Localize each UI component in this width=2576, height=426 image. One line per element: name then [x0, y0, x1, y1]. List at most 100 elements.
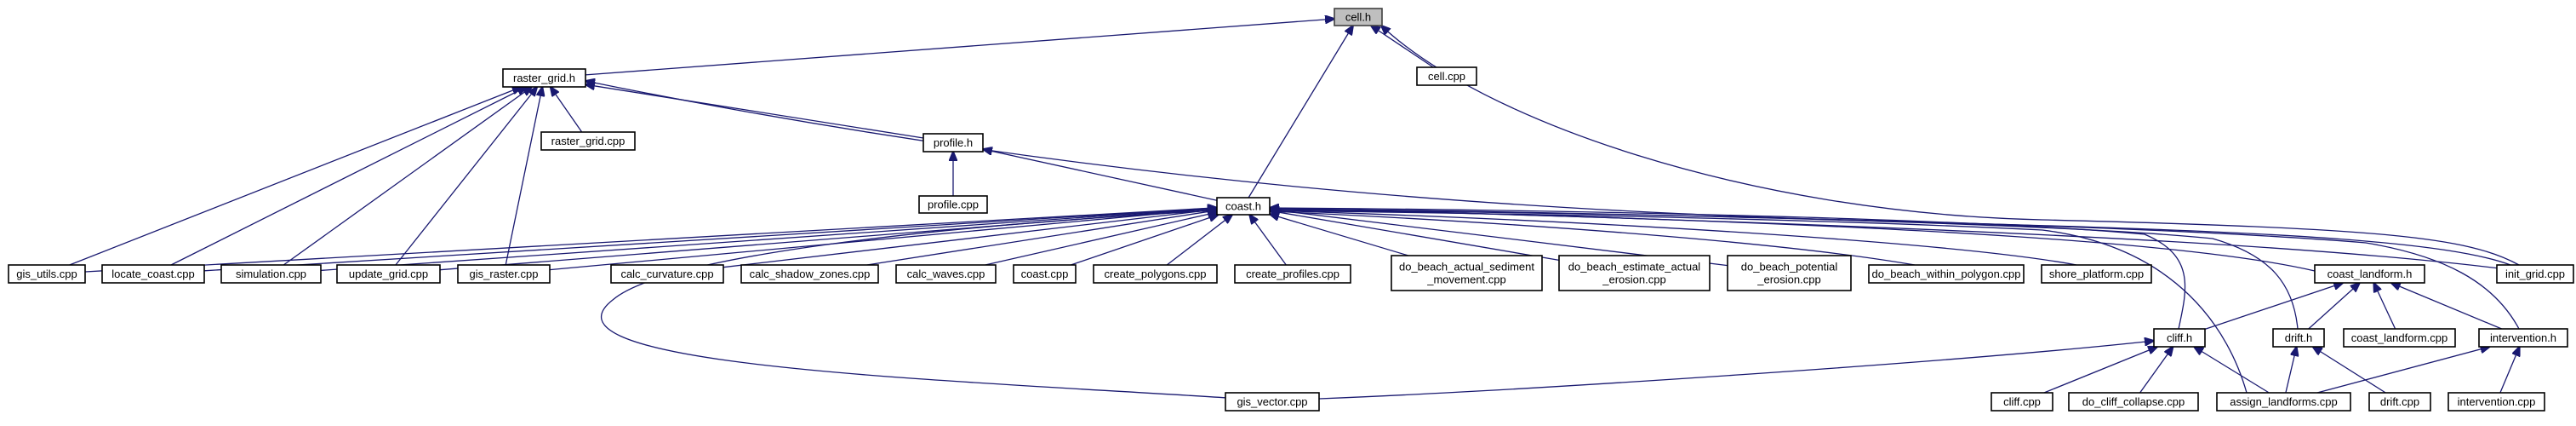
node-box[interactable]: [457, 264, 551, 284]
node-label: drift.h: [2285, 331, 2313, 344]
node-box[interactable]: [1216, 197, 1271, 216]
node-label: do_beach_within_polygon.cpp: [1872, 268, 2021, 280]
node-intervention-h[interactable]: intervention.h: [2478, 328, 2568, 348]
node-do-beach-within-cpp[interactable]: do_beach_within_polygon.cpp: [1868, 264, 2025, 284]
node-assign-landforms-cpp[interactable]: assign_landforms.cpp: [2216, 392, 2351, 412]
node-box[interactable]: [1234, 264, 1351, 284]
node-box[interactable]: [336, 264, 441, 284]
node-drift-cpp[interactable]: drift.cpp: [2368, 392, 2431, 412]
node-label: simulation.cpp: [236, 268, 306, 280]
node-do-beach-estimate-cpp[interactable]: do_beach_estimate_actual_erosion.cpp: [1558, 255, 1711, 291]
node-box[interactable]: [2478, 328, 2568, 348]
node-box[interactable]: [540, 131, 636, 151]
node-box[interactable]: [1727, 255, 1852, 291]
node-box[interactable]: [1013, 264, 1077, 284]
edge-raster-grid-h-to-cell-h: [585, 19, 1334, 76]
edge-create-polygons-cpp-to-coast-h: [1166, 215, 1232, 266]
node-do-cliff-collapse-cpp[interactable]: do_cliff_collapse.cpp: [2068, 392, 2199, 412]
edge-coast-h-to-profile-h: [983, 149, 1218, 201]
node-box[interactable]: [1391, 255, 1543, 291]
node-shore-platform-cpp[interactable]: shore_platform.cpp: [2041, 264, 2152, 284]
node-label: do_beach_actual_sediment: [1399, 261, 1534, 273]
node-calc-shadow-zones-cpp[interactable]: calc_shadow_zones.cpp: [740, 264, 879, 284]
node-box[interactable]: [2216, 392, 2351, 412]
node-box[interactable]: [1868, 264, 2025, 284]
node-box[interactable]: [2447, 392, 2545, 412]
node-box[interactable]: [1334, 8, 1383, 26]
node-box[interactable]: [2272, 328, 2325, 348]
node-box[interactable]: [2153, 328, 2206, 348]
node-label: shore_platform.cpp: [2049, 268, 2144, 280]
node-gis-utils-cpp[interactable]: gis_utils.cpp: [8, 264, 86, 284]
node-box[interactable]: [922, 133, 984, 153]
node-label: calc_shadow_zones.cpp: [750, 268, 871, 280]
node-cliff-cpp[interactable]: cliff.cpp: [1991, 392, 2053, 412]
node-box[interactable]: [1225, 392, 1320, 412]
node-init-grid-cpp[interactable]: init_grid.cpp: [2496, 264, 2574, 284]
node-label: raster_grid.cpp: [551, 135, 625, 147]
edge-do-cliff-collapse-cpp-to-cliff-h: [2139, 347, 2173, 394]
node-raster-grid-cpp[interactable]: raster_grid.cpp: [540, 131, 636, 151]
edge-calc-curvature-cpp-to-coast-h: [723, 210, 1217, 268]
node-locate-coast-cpp[interactable]: locate_coast.cpp: [101, 264, 205, 284]
node-box[interactable]: [918, 195, 988, 214]
node-label: update_grid.cpp: [349, 268, 428, 280]
edge-do-beach-actual-cpp-to-coast-h: [1270, 214, 1409, 256]
node-coast-landform-cpp[interactable]: coast_landform.cpp: [2343, 328, 2456, 348]
node-calc-waves-cpp[interactable]: calc_waves.cpp: [895, 264, 997, 284]
node-simulation-cpp[interactable]: simulation.cpp: [220, 264, 322, 284]
node-box[interactable]: [2343, 328, 2456, 348]
edge-calc-waves-cpp-to-coast-h: [985, 212, 1217, 266]
node-box[interactable]: [610, 264, 724, 284]
node-box[interactable]: [8, 264, 86, 284]
node-profile-h[interactable]: profile.h: [922, 133, 984, 153]
node-profile-cpp[interactable]: profile.cpp: [918, 195, 988, 214]
node-box[interactable]: [740, 264, 879, 284]
node-box[interactable]: [895, 264, 997, 284]
node-coast-landform-h[interactable]: coast_landform.h: [2314, 264, 2425, 284]
node-box[interactable]: [2368, 392, 2431, 412]
node-box[interactable]: [220, 264, 322, 284]
node-box[interactable]: [502, 68, 586, 88]
node-gis-raster-cpp[interactable]: gis_raster.cpp: [457, 264, 551, 284]
edge-init-grid-cpp-to-cell-h: [1381, 26, 2520, 266]
node-do-beach-potential-cpp[interactable]: do_beach_potential_erosion.cpp: [1727, 255, 1852, 291]
node-calc-curvature-cpp[interactable]: calc_curvature.cpp: [610, 264, 724, 284]
node-box[interactable]: [2068, 392, 2199, 412]
node-label: init_grid.cpp: [2505, 268, 2565, 280]
node-cell-cpp[interactable]: cell.cpp: [1416, 66, 1477, 86]
node-create-profiles-cpp[interactable]: create_profiles.cpp: [1234, 264, 1351, 284]
node-coast-h[interactable]: coast.h: [1216, 197, 1271, 216]
node-cliff-h[interactable]: cliff.h: [2153, 328, 2206, 348]
edge-create-profiles-cpp-to-coast-h: [1249, 215, 1287, 266]
node-intervention-cpp[interactable]: intervention.cpp: [2447, 392, 2545, 412]
node-gis-vector-cpp[interactable]: gis_vector.cpp: [1225, 392, 1320, 412]
node-box[interactable]: [101, 264, 205, 284]
node-label: intervention.cpp: [2458, 395, 2536, 408]
node-box[interactable]: [1991, 392, 2053, 412]
node-label: raster_grid.h: [513, 72, 575, 84]
node-box[interactable]: [2496, 264, 2574, 284]
node-drift-h[interactable]: drift.h: [2272, 328, 2325, 348]
node-box[interactable]: [1558, 255, 1711, 291]
node-box[interactable]: [2041, 264, 2152, 284]
node-box[interactable]: [1093, 264, 1218, 284]
edge-coast-landform-cpp-to-coast-landform-h: [2373, 283, 2396, 330]
node-update-grid-cpp[interactable]: update_grid.cpp: [336, 264, 441, 284]
edge-locate-coast-cpp-to-raster-grid-h: [170, 87, 527, 266]
edge-init-grid-cpp-to-raster-grid-h: [585, 81, 2511, 266]
edge-coast-cpp-to-coast-h: [1071, 215, 1218, 266]
node-label: assign_landforms.cpp: [2230, 395, 2337, 408]
edge-simulation-cpp-to-coast-h: [320, 208, 1217, 272]
edge-gis-raster-cpp-to-coast-h: [549, 209, 1217, 271]
node-cell-h[interactable]: cell.h: [1334, 8, 1383, 26]
node-raster-grid-h[interactable]: raster_grid.h: [502, 68, 586, 88]
node-create-polygons-cpp[interactable]: create_polygons.cpp: [1093, 264, 1218, 284]
node-coast-cpp[interactable]: coast.cpp: [1013, 264, 1077, 284]
node-box[interactable]: [1416, 66, 1477, 86]
edge-profile-h-to-raster-grid-h: [585, 84, 924, 139]
node-do-beach-actual-cpp[interactable]: do_beach_actual_sediment_movement.cpp: [1391, 255, 1543, 291]
node-box[interactable]: [2314, 264, 2425, 284]
node-label: intervention.h: [2490, 331, 2556, 344]
